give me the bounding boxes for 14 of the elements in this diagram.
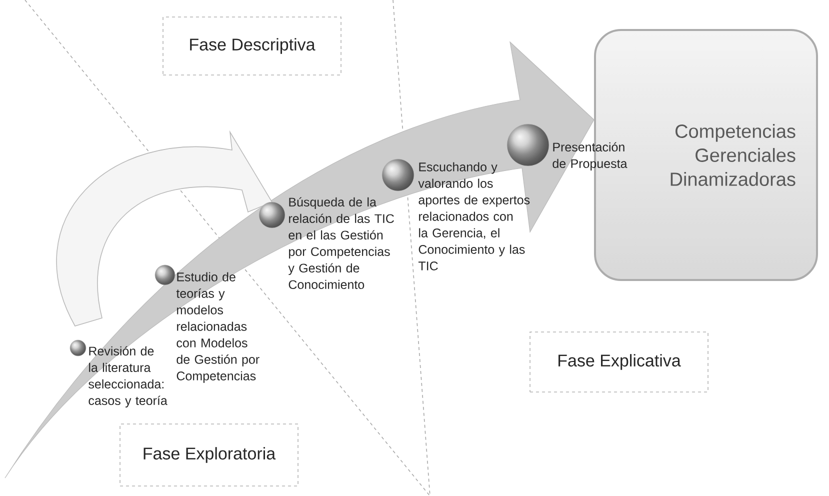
step-text: Revisión de la literatura seleccionada: casos y teoría <box>88 346 168 408</box>
curved-arrow <box>56 132 272 326</box>
sphere <box>506 124 550 166</box>
phase-box: Fase Exploratoria <box>120 424 298 486</box>
phase-box: Fase Descriptiva <box>162 16 342 76</box>
step-text: Búsqueda de la relación de las TIC en el las Gestión por Competencias y Gestión de Conocimiento <box>288 197 394 290</box>
step-text: Estudio de teorías y modelos relacionadas con Modelos de Gestión por Competencias <box>176 272 260 383</box>
sphere <box>154 264 176 286</box>
sphere <box>258 202 286 228</box>
phase-box: Fase Explicativa <box>530 332 708 392</box>
step-text: Escuchando y valorando los aportes de expertos relacionados con la Gerencia, el Conocimiento y las TIC <box>418 162 530 270</box>
sphere <box>70 340 86 356</box>
step-text: Presentación de Propuesta <box>552 142 628 170</box>
sphere <box>382 158 414 192</box>
